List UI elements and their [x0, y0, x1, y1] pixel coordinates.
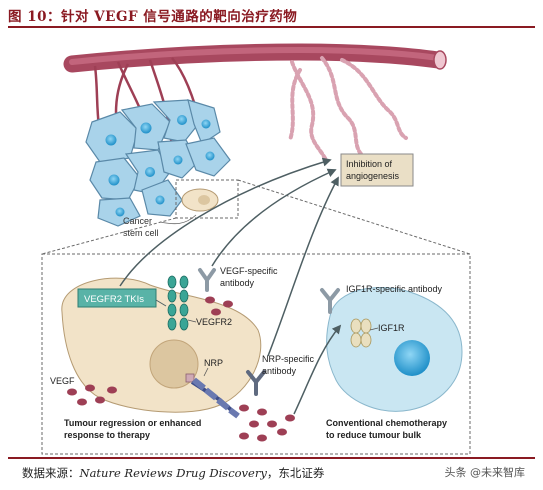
vegfr2-label: VEGFR2 — [196, 317, 232, 327]
source-prefix: 数据来源： — [22, 466, 80, 480]
nrp-label: NRP — [204, 358, 223, 368]
igf1r-antibody-icon — [320, 288, 340, 314]
tumour-regression-label-line2: response to therapy — [64, 430, 150, 440]
sprouting-vessels — [288, 56, 408, 162]
igf1r-label: IGF1R — [378, 323, 405, 333]
chemotherapy-label-line2: to reduce tumour bulk — [326, 430, 422, 440]
therapy-arrows — [119, 157, 342, 415]
vegfr2-tkis-box: VEGFR2 TKIs — [77, 288, 157, 308]
nrp-pointer — [203, 367, 209, 377]
nrp-receptor — [185, 373, 240, 419]
cancer-stem-cell-label-line1: Cancer — [123, 216, 152, 226]
tumour-regression-label-line1: Tumour regression or enhanced — [64, 418, 201, 428]
vegfr2-tkis-label: VEGFR2 TKIs — [84, 294, 144, 305]
cancer-stem-cell-label-line2: stem cell — [123, 228, 159, 238]
vegf-label: VEGF — [50, 376, 75, 386]
nrp-antibody-label-line1: NRP-specific — [262, 354, 315, 364]
title-rule — [8, 26, 535, 28]
igf1r-antibody-label: IGF1R-specific antibody — [346, 284, 443, 294]
blood-vessel — [63, 43, 447, 73]
stem-cell-pointer — [159, 214, 197, 225]
figure-title: 图 10：针对 VEGF 信号通路的靶向治疗药物 — [8, 9, 298, 25]
inhibition-label-line2: angiogenesis — [346, 171, 400, 181]
source-line: 数据来源：Nature Reviews Drug Discovery，东北证券 — [22, 465, 324, 481]
zoom-projection-lines — [41, 179, 471, 255]
vegf-antibody-icon — [198, 268, 216, 292]
tkis-pointer — [155, 299, 167, 307]
source-suffix: ，东北证券 — [266, 466, 325, 480]
vegf-antibody-label-line1: VEGF-specific — [220, 266, 278, 276]
footer-rule — [8, 457, 535, 459]
zoom-box — [175, 179, 239, 219]
zoom-panel — [41, 253, 471, 455]
tumour-cell-nuclei — [105, 115, 215, 217]
igf1r-receptor — [350, 318, 372, 348]
vegfr2-receptor — [167, 275, 189, 331]
vegf-antibody-label-line2: antibody — [220, 278, 255, 288]
igf1r-pointer — [369, 327, 379, 331]
vegf-molecules — [67, 296, 295, 442]
chemotherapy-label-line1: Conventional chemotherapy — [326, 418, 447, 428]
nrp-antibody-label-line2: antibody — [262, 366, 297, 376]
cancer-stem-cell — [181, 188, 219, 212]
vegfr2-pointer — [187, 319, 197, 323]
inhibition-label-line1: Inhibition of — [346, 159, 393, 169]
nrp-antibody-icon — [246, 370, 266, 396]
source-publication: Nature Reviews Drug Discovery — [79, 466, 267, 480]
watermark: 头条 @未来智库 — [444, 466, 526, 479]
tumour-cell-right — [326, 287, 463, 412]
inhibition-box: Inhibition of angiogenesis — [340, 153, 414, 187]
